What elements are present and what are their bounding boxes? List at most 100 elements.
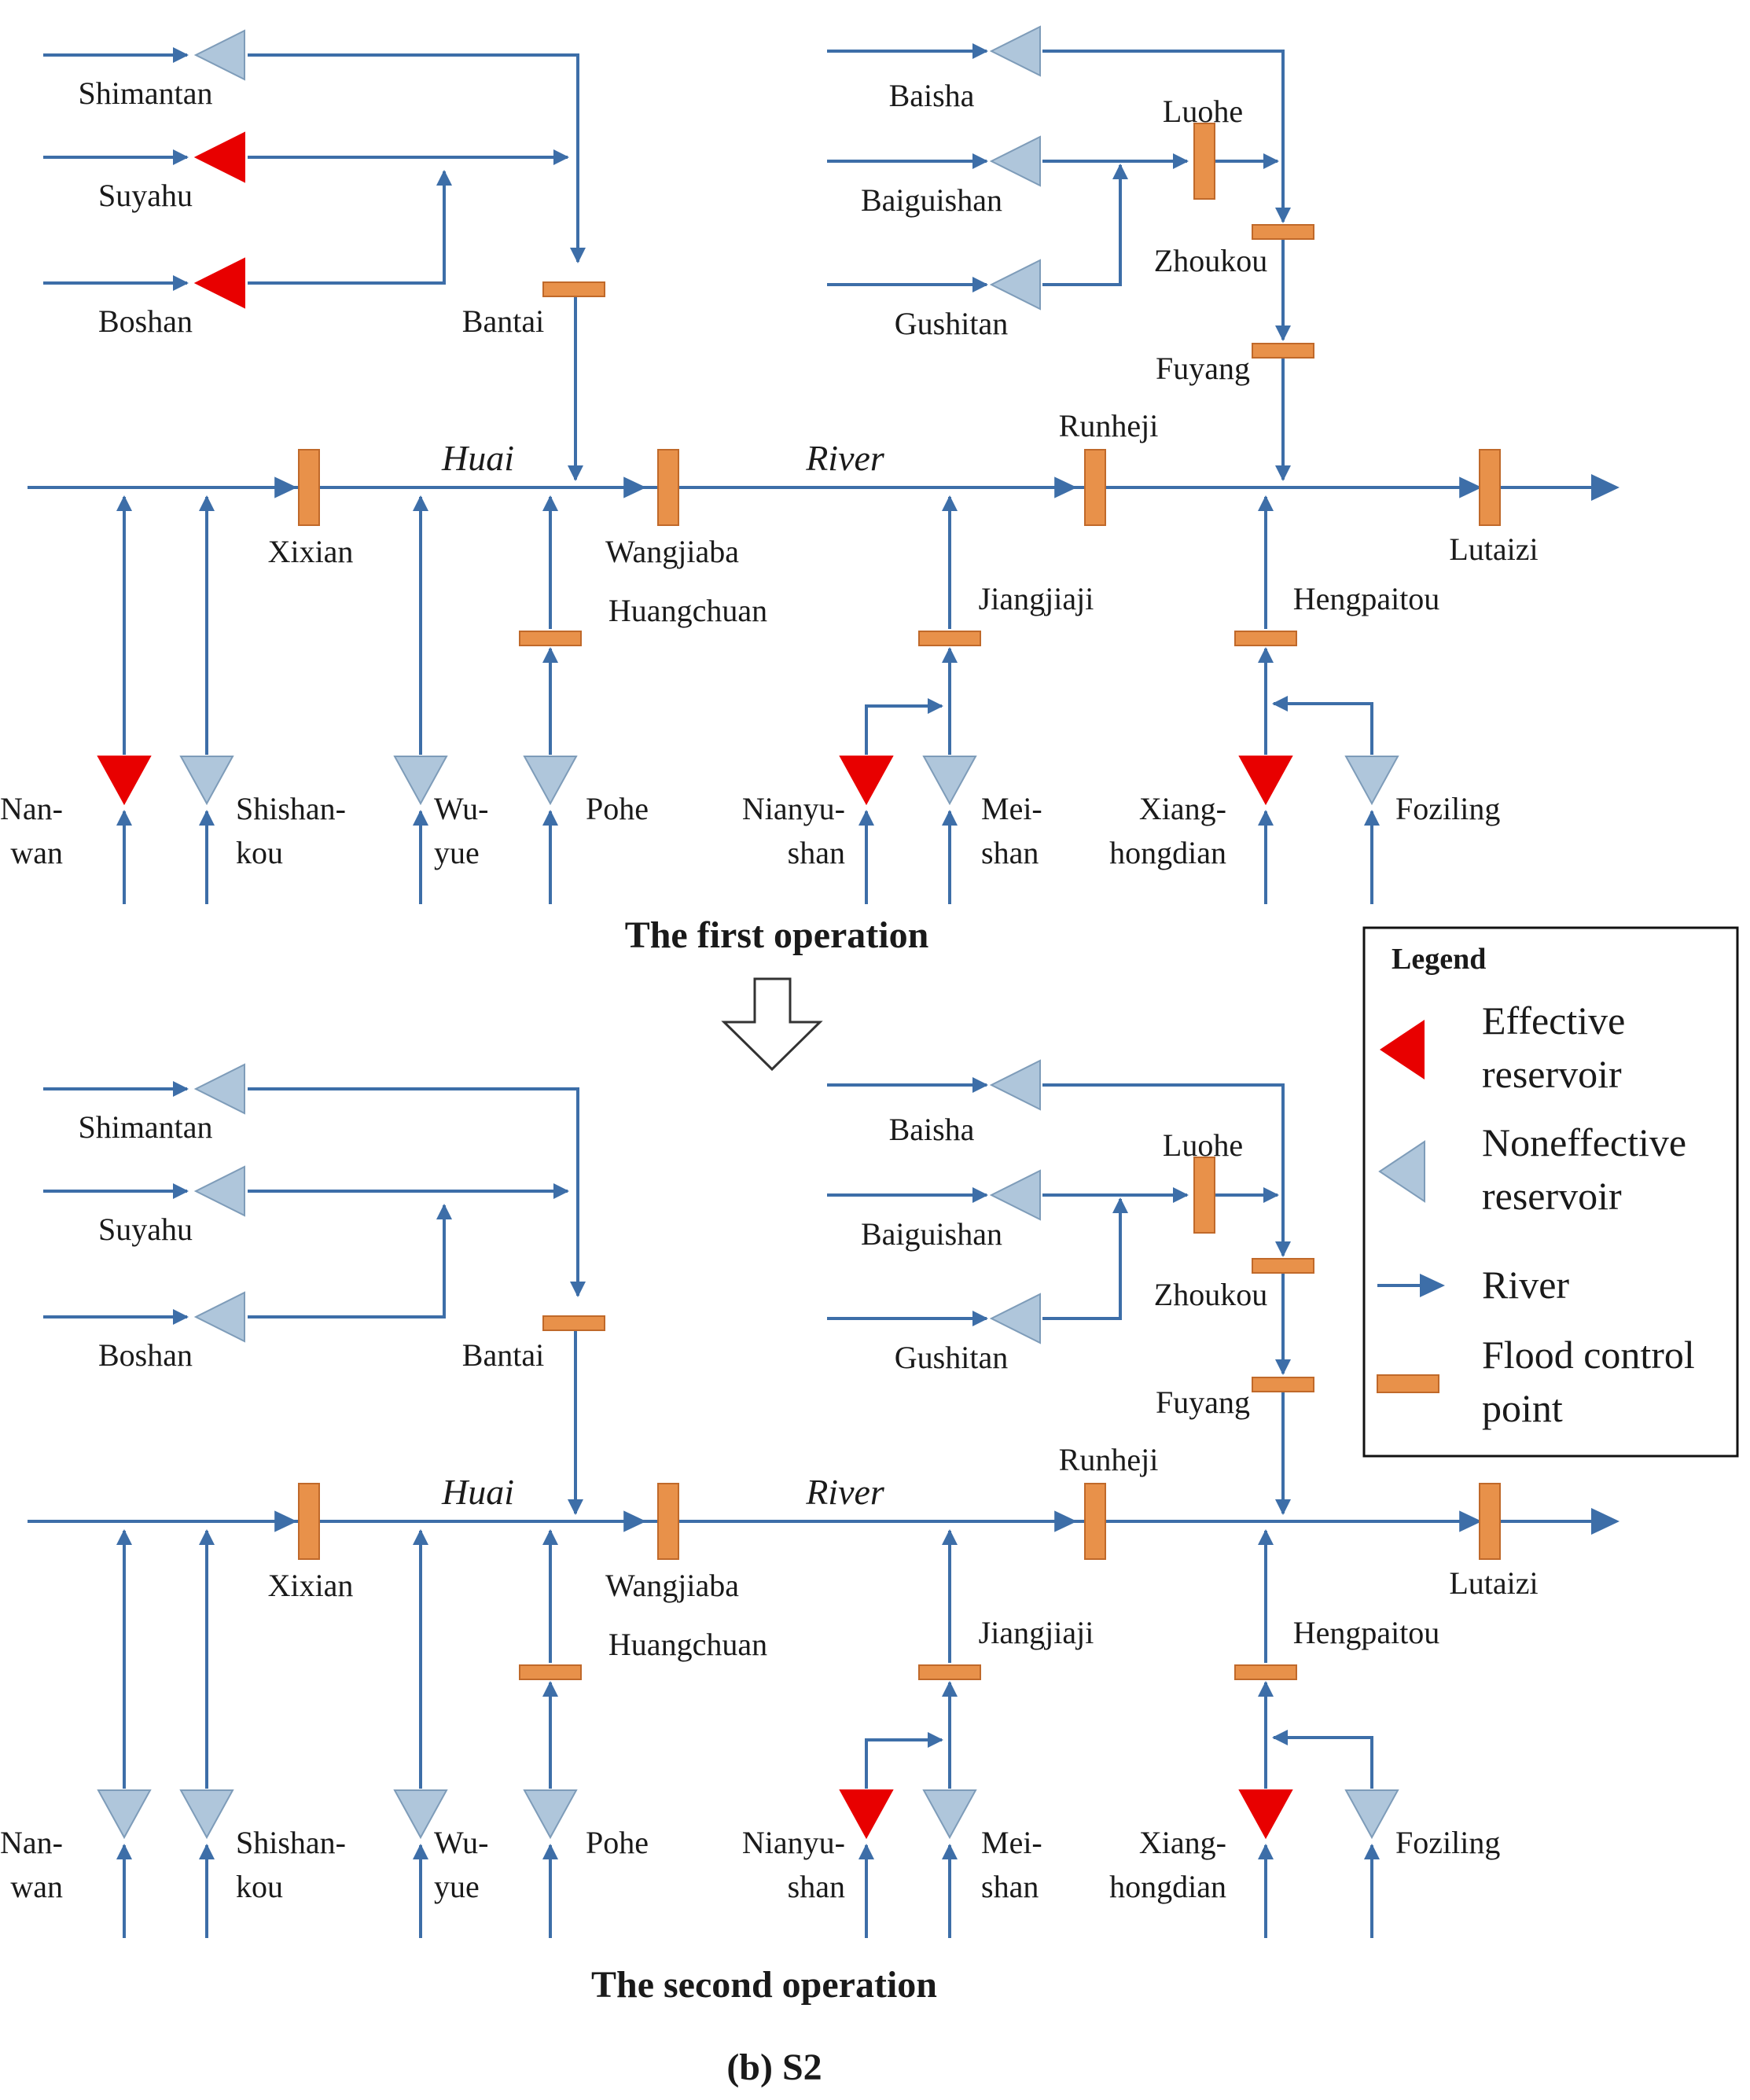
- label-hengpaitou: Hengpaitou: [1293, 1615, 1440, 1650]
- label-bantai: Bantai: [462, 1337, 544, 1373]
- fuyang-flood-control-point: [1252, 1377, 1314, 1392]
- noneffective-foziling-reservoir-icon: [1344, 1789, 1399, 1840]
- lutaizi-flood-control-point: [1479, 449, 1501, 526]
- arrow-icon: [1459, 1510, 1482, 1532]
- effective-nianyushan-reservoir-icon: [839, 1789, 894, 1840]
- xixian-flood-control-point: [298, 1483, 320, 1560]
- label-fuyang: Fuyang: [1156, 351, 1250, 386]
- noneffective-reservoir-icon: [1378, 1140, 1425, 1203]
- label-zhoukou: Zhoukou: [1154, 243, 1267, 278]
- huangchuan-flood-control-point: [519, 1664, 582, 1680]
- effective-boshan-reservoir-icon: [193, 257, 245, 309]
- label-luohe: Luohe: [1163, 1127, 1243, 1163]
- noneffective-shishankou-reservoir-icon: [179, 1789, 234, 1840]
- arrow-icon: [274, 1510, 297, 1532]
- label-nianyushan: Nianyu-shan: [742, 791, 845, 870]
- effective-nianyushan-reservoir-icon: [839, 756, 894, 806]
- label-pohe: Pohe: [586, 791, 649, 826]
- label-meishan: Mei-shan: [981, 1825, 1042, 1904]
- noneffective-wuyue-reservoir-icon: [393, 1789, 448, 1840]
- label-baiguishan: Baiguishan: [861, 1216, 1002, 1252]
- wangjiaba-flood-control-point: [657, 1483, 679, 1560]
- zhoukou-flood-control-point: [1252, 224, 1314, 240]
- noneffective-suyahu-reservoir-icon: [193, 1165, 245, 1217]
- gushitan-outflow: [1042, 1197, 1128, 1320]
- noneffective-meishan-reservoir-icon: [922, 756, 977, 806]
- down-arrow-shape: [721, 977, 823, 1072]
- subfigure-label: (b) S2: [726, 2047, 822, 2088]
- jiangjiaji-flood-control-point: [918, 631, 981, 646]
- foziling-outflow: [1272, 696, 1373, 755]
- xixian-flood-control-point: [298, 449, 320, 526]
- noneffective-baiguishan-reservoir-icon: [989, 135, 1041, 187]
- effective-nanwan-reservoir-icon: [97, 756, 152, 806]
- noneffective-wuyue-reservoir-icon: [393, 756, 448, 806]
- noneffective-baisha-reservoir-icon: [989, 1059, 1041, 1111]
- label-bantai: Bantai: [462, 303, 544, 339]
- label-baiguishan: Baiguishan: [861, 182, 1002, 218]
- label-boshan: Boshan: [98, 1337, 193, 1373]
- label-wuyue: Wu-yue: [434, 1825, 488, 1904]
- noneffective-gushitan-reservoir-icon: [989, 259, 1041, 311]
- label-nianyushan: Nianyu-shan: [742, 1825, 845, 1904]
- label-xianghongdian: Xiang-hongdian: [1109, 791, 1226, 870]
- luohe-flood-control-point: [1193, 1157, 1215, 1234]
- label-lutaizi: Lutaizi: [1449, 531, 1538, 567]
- river-label-river: River: [805, 1472, 885, 1512]
- label-suyahu: Suyahu: [98, 1212, 193, 1247]
- baisha-outflow: [1042, 1083, 1291, 1257]
- noneffective-meishan-reservoir-icon: [922, 1789, 977, 1840]
- label-pohe: Pohe: [586, 1825, 649, 1860]
- noneffective-pohe-reservoir-icon: [523, 756, 578, 806]
- label-gushitan: Gushitan: [895, 306, 1008, 341]
- noneffective-pohe-reservoir-icon: [523, 1789, 578, 1840]
- nianyushan-outflow: [865, 698, 943, 755]
- legend-box: [1362, 926, 1739, 1458]
- label-meishan: Mei-shan: [981, 791, 1042, 870]
- zhoukou-flood-control-point: [1252, 1258, 1314, 1274]
- nianyushan-outflow: [865, 1732, 943, 1789]
- effective-suyahu-reservoir-icon: [193, 131, 245, 183]
- label-xixian: Xixian: [268, 1568, 354, 1603]
- bantai-flood-control-point: [542, 281, 605, 297]
- down-arrow-icon: [721, 977, 823, 1072]
- label-fuyang: Fuyang: [1156, 1385, 1250, 1420]
- label-foziling: Foziling: [1395, 1825, 1500, 1860]
- label-runheji: Runheji: [1059, 1442, 1159, 1477]
- fuyang-flood-control-point: [1252, 343, 1314, 359]
- label-baisha: Baisha: [889, 1112, 975, 1147]
- label-baisha: Baisha: [889, 78, 975, 113]
- noneffective-gushitan-reservoir-icon: [989, 1293, 1041, 1344]
- label-luohe: Luohe: [1163, 94, 1243, 129]
- label-shishankou: Shishan-kou: [236, 791, 346, 870]
- noneffective-baisha-reservoir-icon: [989, 25, 1041, 77]
- hengpaitou-flood-control-point: [1234, 1664, 1297, 1680]
- noneffective-shimantan-reservoir-icon: [193, 29, 245, 81]
- runheji-flood-control-point: [1084, 1483, 1106, 1560]
- bantai-flood-control-point: [542, 1315, 605, 1331]
- arrow-icon: [623, 1510, 646, 1532]
- luohe-flood-control-point: [1193, 123, 1215, 200]
- gushitan-outflow: [1042, 164, 1128, 286]
- effective-reservoir-icon: [1380, 1020, 1425, 1079]
- hengpaitou-flood-control-point: [1234, 631, 1297, 646]
- boshan-outflow: [248, 170, 452, 285]
- arrow-icon: [274, 476, 297, 498]
- arrow-icon: [1459, 476, 1482, 498]
- label-lutaizi: Lutaizi: [1449, 1565, 1538, 1601]
- operation-caption: The second operation: [591, 1964, 937, 2006]
- huangchuan-flood-control-point: [519, 631, 582, 646]
- label-foziling: Foziling: [1395, 791, 1500, 826]
- arrow-icon: [1054, 1510, 1077, 1532]
- river-label-huai: Huai: [441, 438, 514, 478]
- river-label-huai: Huai: [441, 1472, 514, 1512]
- label-jiangjiaji: Jiangjiaji: [979, 1615, 1094, 1650]
- label-shimantan: Shimantan: [78, 1109, 212, 1145]
- noneffective-shimantan-reservoir-icon: [193, 1063, 245, 1115]
- label-runheji: Runheji: [1059, 408, 1159, 443]
- label-hengpaitou: Hengpaitou: [1293, 581, 1440, 616]
